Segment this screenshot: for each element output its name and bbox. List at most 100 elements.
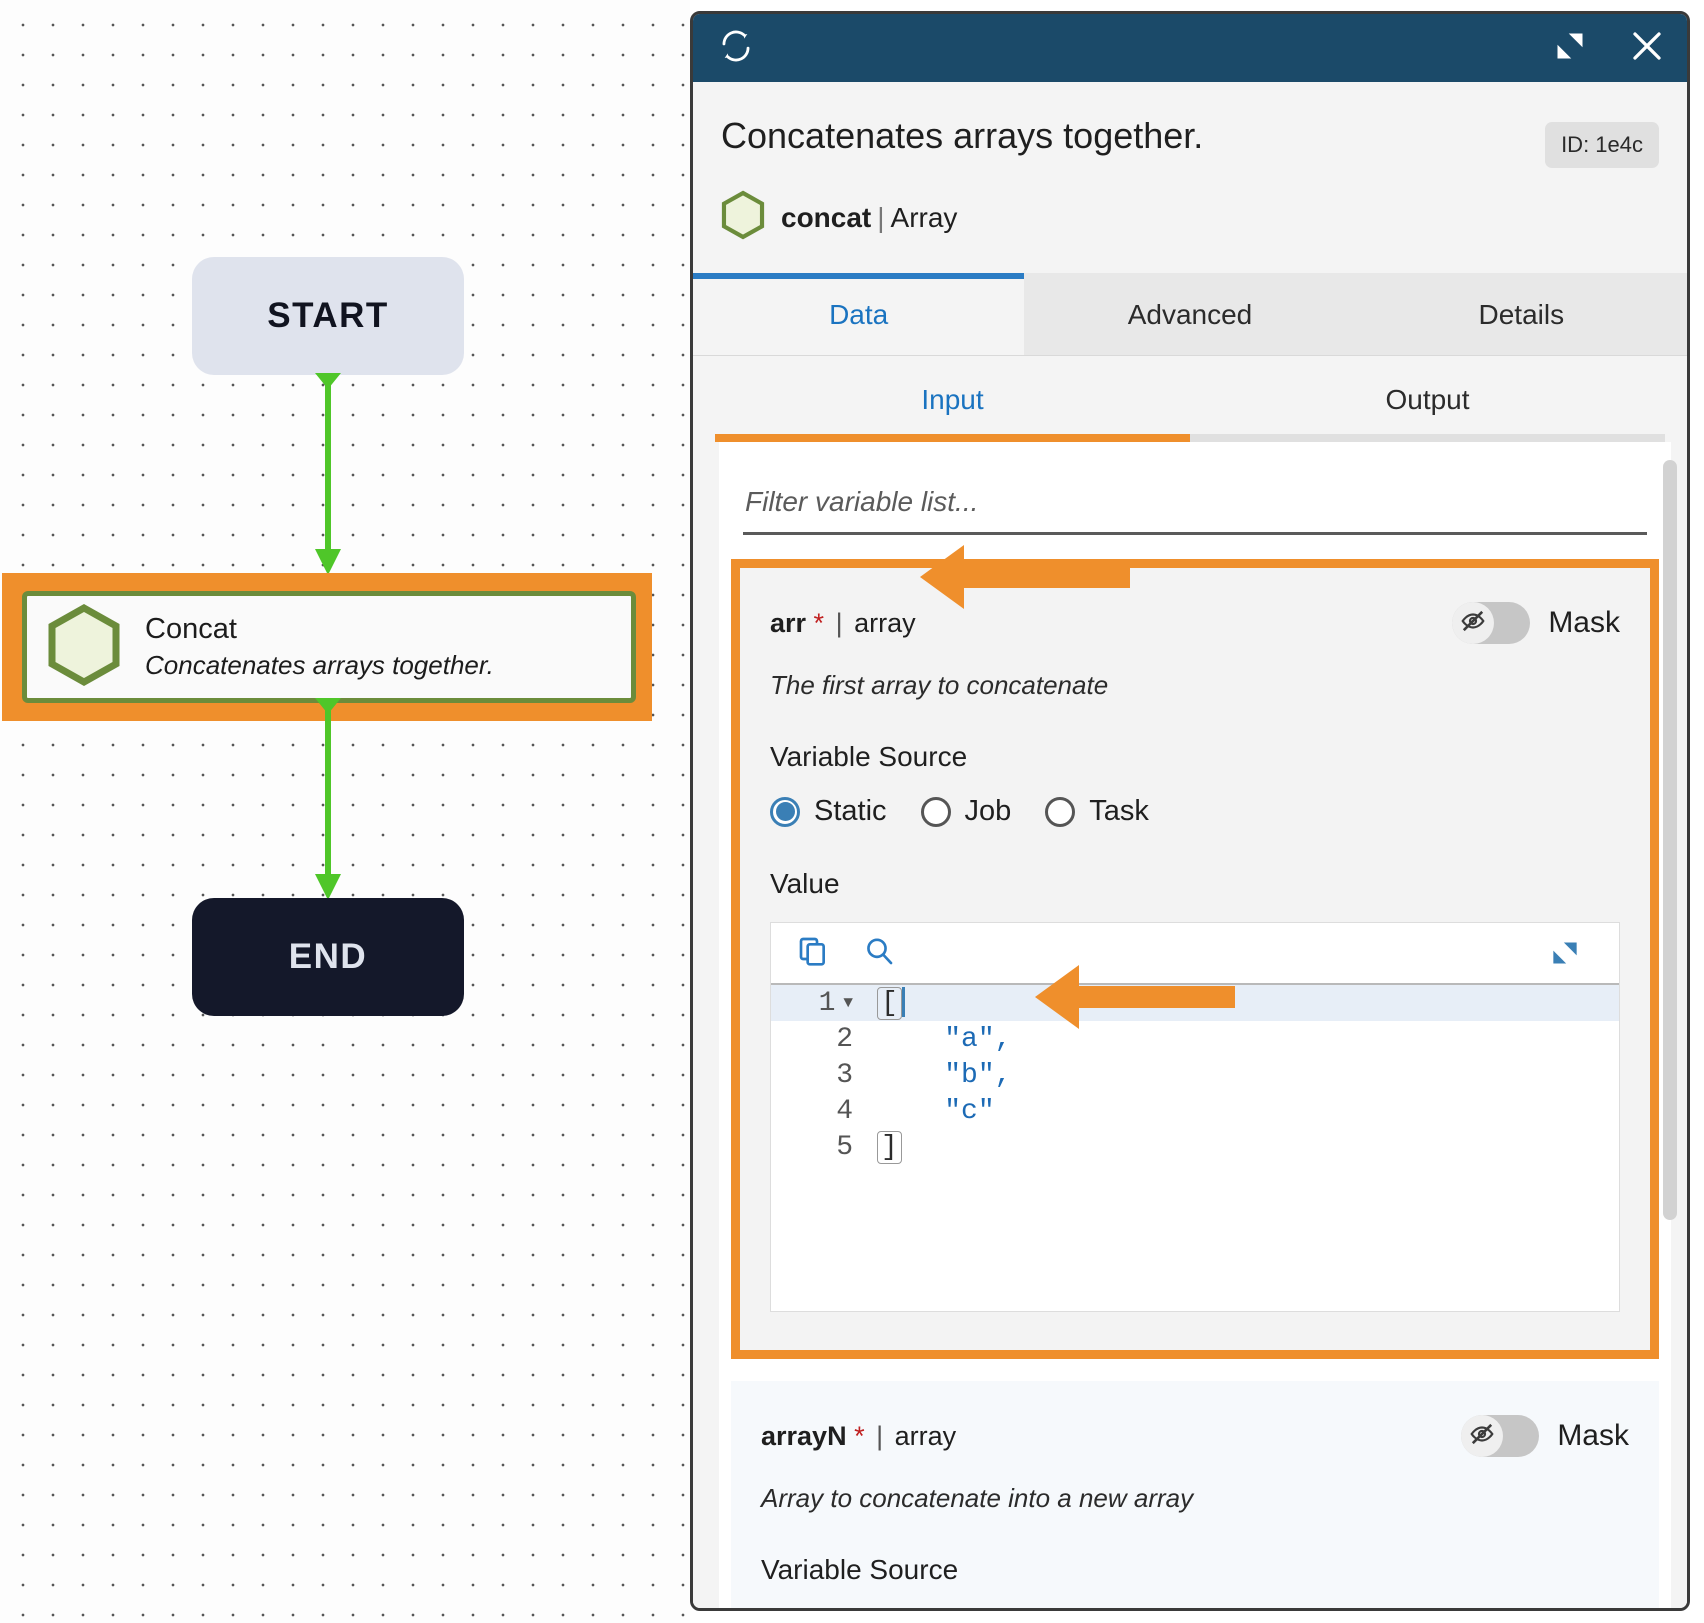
refresh-icon[interactable] — [719, 29, 753, 68]
panel-header: Concatenates arrays together. ID: 1e4c c… — [693, 82, 1687, 245]
code-line: 4 "c" — [771, 1093, 1619, 1129]
variable-arrayn-name: arrayN * | array — [761, 1421, 956, 1452]
variable-type: array — [894, 1420, 957, 1451]
flow-node-concat-description: Concatenates arrays together. — [145, 650, 494, 680]
variable-source-label-arrayn: Variable Source — [761, 1554, 959, 1585]
code-line: 3 "b", — [771, 1057, 1619, 1093]
radio-source-static[interactable]: Static — [770, 795, 887, 828]
node-separator: | — [877, 201, 885, 233]
node-id-badge: ID: 1e4c — [1545, 122, 1659, 168]
tab-details[interactable]: Details — [1355, 273, 1687, 355]
variable-arr-description: The first array to concatenate — [770, 670, 1109, 700]
code-token: "a", — [944, 1023, 1012, 1055]
mask-label-arr: Mask — [1548, 606, 1620, 639]
required-asterisk: * — [854, 1420, 865, 1451]
variable-name-text: arrayN — [761, 1420, 847, 1451]
subtab-input[interactable]: Input — [921, 384, 984, 415]
flow-node-concat-title: Concat — [145, 613, 237, 645]
edge-shaft — [325, 375, 331, 553]
mask-control-arrayn: Mask — [1461, 1415, 1629, 1457]
edge-arrowhead — [315, 549, 341, 575]
variable-separator: | — [835, 607, 843, 638]
variable-source-radios-arr: Static Job Task — [770, 795, 1620, 828]
json-code-editor-arr[interactable]: 1 ▼ [ 2 "a", 3 "b — [770, 922, 1620, 1312]
tab-advanced[interactable]: Advanced — [1024, 273, 1356, 355]
tab-data[interactable]: Data — [693, 273, 1025, 355]
code-token: "c" — [944, 1095, 995, 1127]
variable-name-text: arr — [770, 607, 807, 638]
fold-arrow-icon[interactable]: ▼ — [843, 994, 853, 1012]
variable-type: array — [854, 607, 916, 638]
code-text: [ — [863, 986, 905, 1020]
flow-node-start[interactable]: START — [192, 257, 464, 375]
edge-arrowhead — [315, 874, 341, 900]
code-line: 2 "a", — [771, 1021, 1619, 1057]
close-bracket: ] — [877, 1130, 902, 1164]
search-icon[interactable] — [863, 935, 895, 972]
code-text: "a", — [863, 1024, 1011, 1055]
radio-label: Task — [1089, 795, 1149, 827]
subtab-output[interactable]: Output — [1385, 384, 1470, 415]
panel-scrollbar-thumb[interactable] — [1663, 460, 1677, 1220]
radio-label: Job — [964, 795, 1012, 827]
node-category: Array — [890, 201, 958, 233]
hexagon-icon — [721, 190, 765, 245]
code-content[interactable]: 1 ▼ [ 2 "a", 3 "b — [771, 985, 1619, 1165]
open-bracket: [ — [877, 986, 902, 1020]
mask-toggle-arrayn[interactable] — [1461, 1415, 1540, 1457]
subtab-active-indicator — [715, 434, 1190, 442]
radio-dot — [770, 796, 800, 827]
variable-source-label-arr: Variable Source — [770, 741, 968, 772]
code-line: 5 ] — [771, 1129, 1619, 1165]
code-token: "b", — [944, 1059, 1012, 1091]
copy-icon[interactable] — [797, 935, 829, 972]
flow-node-end[interactable]: END — [192, 898, 464, 1016]
panel-subtabs: Input Output — [693, 356, 1687, 442]
flow-edge-concat-to-end — [315, 698, 341, 900]
subtab-rail — [715, 434, 1665, 442]
toggle-knob — [1461, 1415, 1504, 1457]
variable-arr-highlight: arr * | array — [731, 559, 1659, 1359]
flow-node-start-label: START — [267, 296, 389, 335]
filter-variable-input[interactable] — [743, 480, 1647, 535]
node-name: concat — [781, 201, 872, 233]
panel-tabs: Data Advanced Details — [693, 273, 1687, 356]
hexagon-icon — [47, 603, 121, 691]
edge-shaft — [325, 700, 331, 878]
flow-node-concat[interactable]: Concat Concatenates arrays together. — [22, 591, 636, 703]
node-properties-panel: Concatenates arrays together. ID: 1e4c c… — [690, 11, 1690, 1611]
panel-titlebar — [693, 14, 1687, 82]
mask-label-arrayn: Mask — [1557, 1419, 1629, 1452]
mask-toggle-arr[interactable] — [1452, 602, 1531, 644]
radio-source-task[interactable]: Task — [1045, 795, 1149, 828]
node-identity: concat|Array — [781, 202, 957, 234]
eye-slash-icon — [1460, 608, 1486, 639]
code-text: ] — [863, 1130, 902, 1164]
line-number: 1 ▼ — [771, 988, 863, 1019]
line-number: 5 — [836, 1131, 853, 1163]
line-number: 2 — [836, 1023, 853, 1055]
close-icon[interactable] — [1629, 28, 1665, 69]
page-title: Concatenates arrays together. — [721, 115, 1204, 156]
variable-arrayn-description: Array to concatenate into a new array — [761, 1483, 1194, 1513]
radio-label: Static — [814, 795, 887, 827]
value-label-arr: Value — [770, 868, 840, 899]
required-asterisk: * — [813, 607, 825, 638]
line-number: 3 — [836, 1059, 853, 1091]
expand-icon[interactable] — [1551, 939, 1579, 972]
variable-card-arr: arr * | array — [740, 568, 1650, 1350]
radio-dot — [920, 796, 951, 827]
variable-separator: | — [876, 1420, 884, 1451]
flow-edge-start-to-concat — [315, 373, 341, 575]
flow-node-end-label: END — [288, 937, 368, 976]
flow-canvas[interactable]: START Concat Concatenates arrays togethe… — [0, 0, 690, 1623]
line-number-text: 1 — [818, 987, 836, 1019]
collapse-icon[interactable] — [1555, 31, 1585, 66]
mask-control-arr: Mask — [1452, 602, 1620, 644]
text-caret — [901, 987, 905, 1018]
toggle-knob — [1452, 602, 1495, 644]
variables-scroll-area[interactable]: arr * | array — [693, 442, 1687, 1608]
code-text: "b", — [863, 1060, 1011, 1091]
radio-dot — [1045, 796, 1076, 827]
radio-source-job[interactable]: Job — [920, 795, 1012, 828]
